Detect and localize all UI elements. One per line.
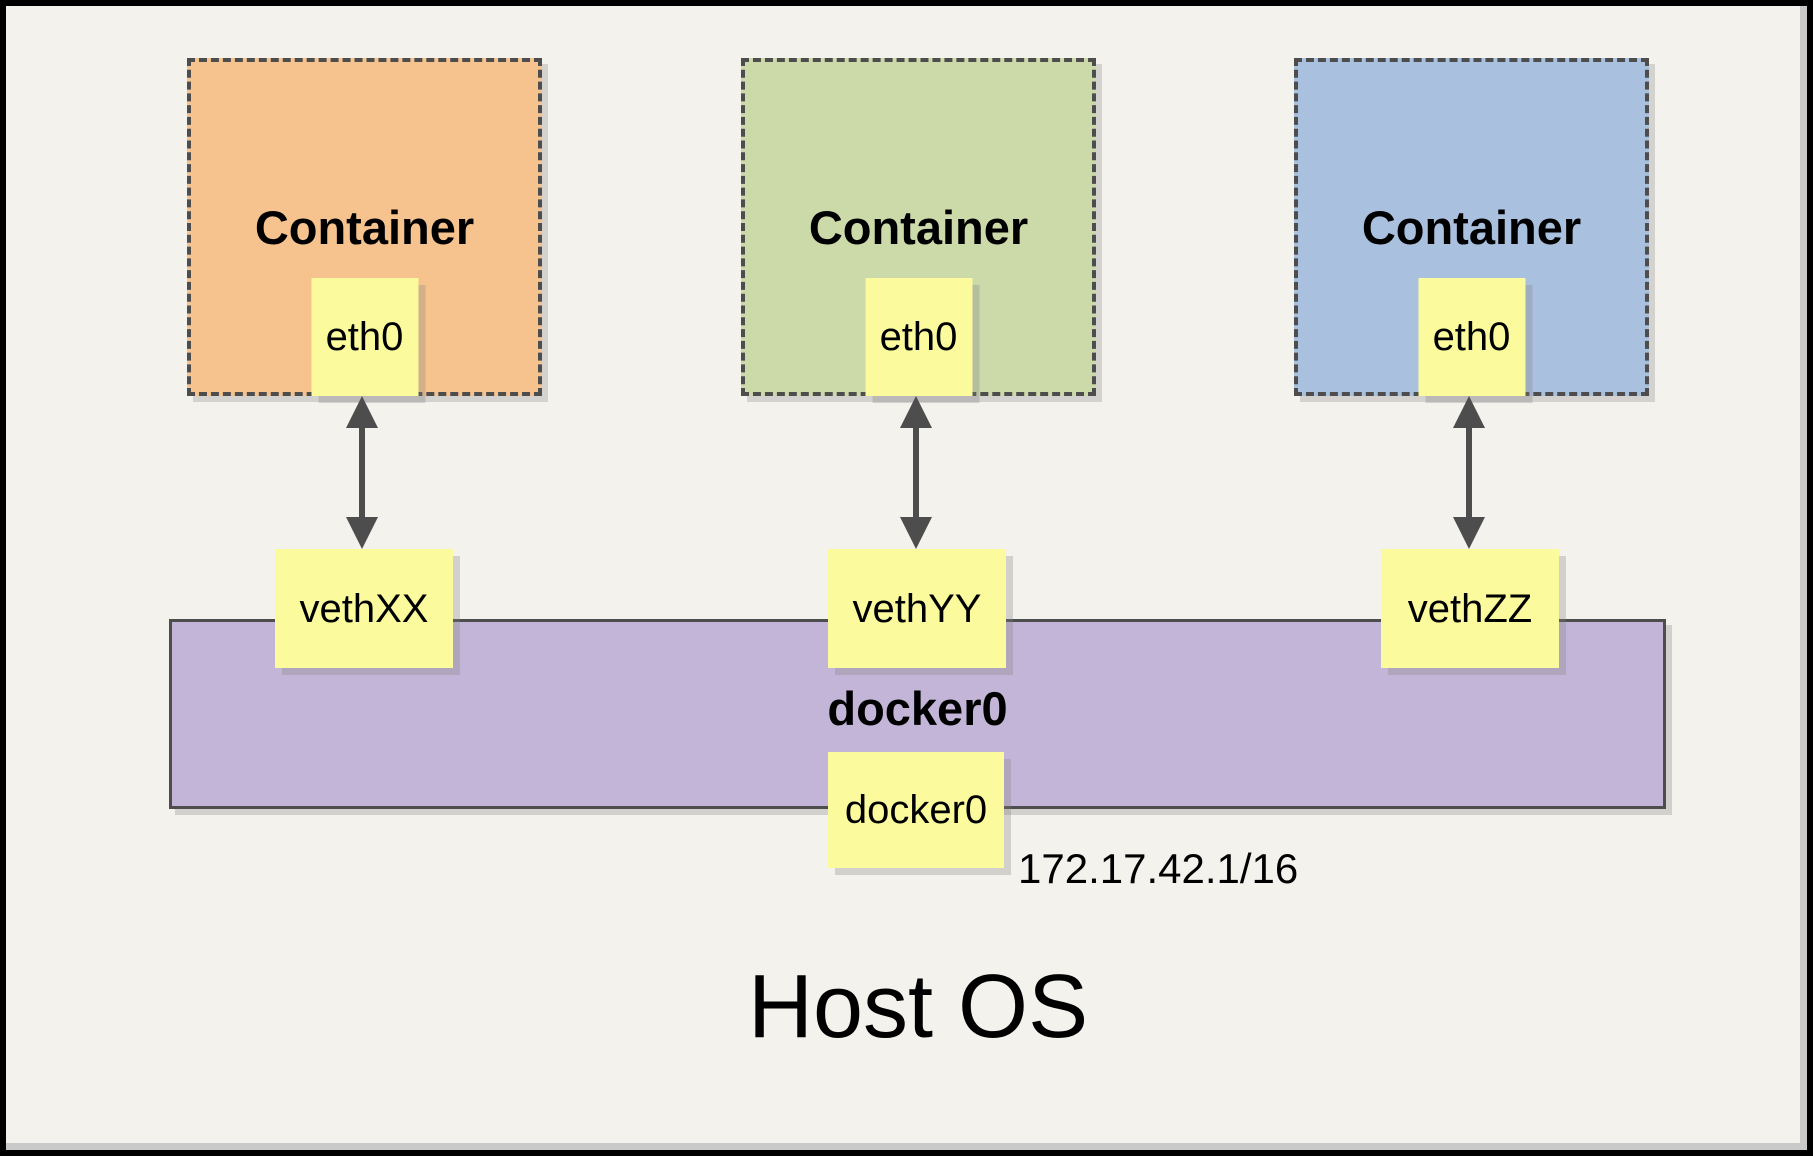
eth0-interface-3: eth0: [1418, 278, 1525, 396]
host-os-label: Host OS: [748, 957, 1089, 1057]
container-box-1: Container eth0: [187, 58, 542, 396]
arrow-down-icon: [346, 517, 378, 549]
eth0-interface-2: eth0: [865, 278, 972, 396]
arrow-shaft: [913, 420, 919, 525]
eth0-interface-1: eth0: [311, 278, 418, 396]
veth-arrow-3: [1453, 396, 1485, 549]
veth-arrow-2: [900, 396, 932, 549]
container-box-3: Container eth0: [1294, 58, 1649, 396]
arrow-shaft: [359, 420, 365, 525]
container-box-2: Container eth0: [741, 58, 1096, 396]
container-label-2: Container: [808, 201, 1029, 254]
bridge-ip-label: 172.17.42.1/16: [1018, 845, 1299, 892]
container-label-3: Container: [1361, 201, 1582, 254]
arrow-shaft: [1466, 420, 1472, 525]
host-os-canvas: Container eth0 Container eth0 Container …: [6, 6, 1807, 1150]
docker0-interface: docker0: [828, 752, 1004, 868]
vethXX-interface: vethXX: [275, 549, 453, 668]
docker0-bridge-label: docker0: [827, 682, 1008, 735]
veth-arrow-1: [346, 396, 378, 549]
arrow-down-icon: [1453, 517, 1485, 549]
arrow-down-icon: [900, 517, 932, 549]
vethZZ-interface: vethZZ: [1381, 549, 1559, 668]
container-label-1: Container: [254, 201, 475, 254]
vethYY-interface: vethYY: [828, 549, 1006, 668]
